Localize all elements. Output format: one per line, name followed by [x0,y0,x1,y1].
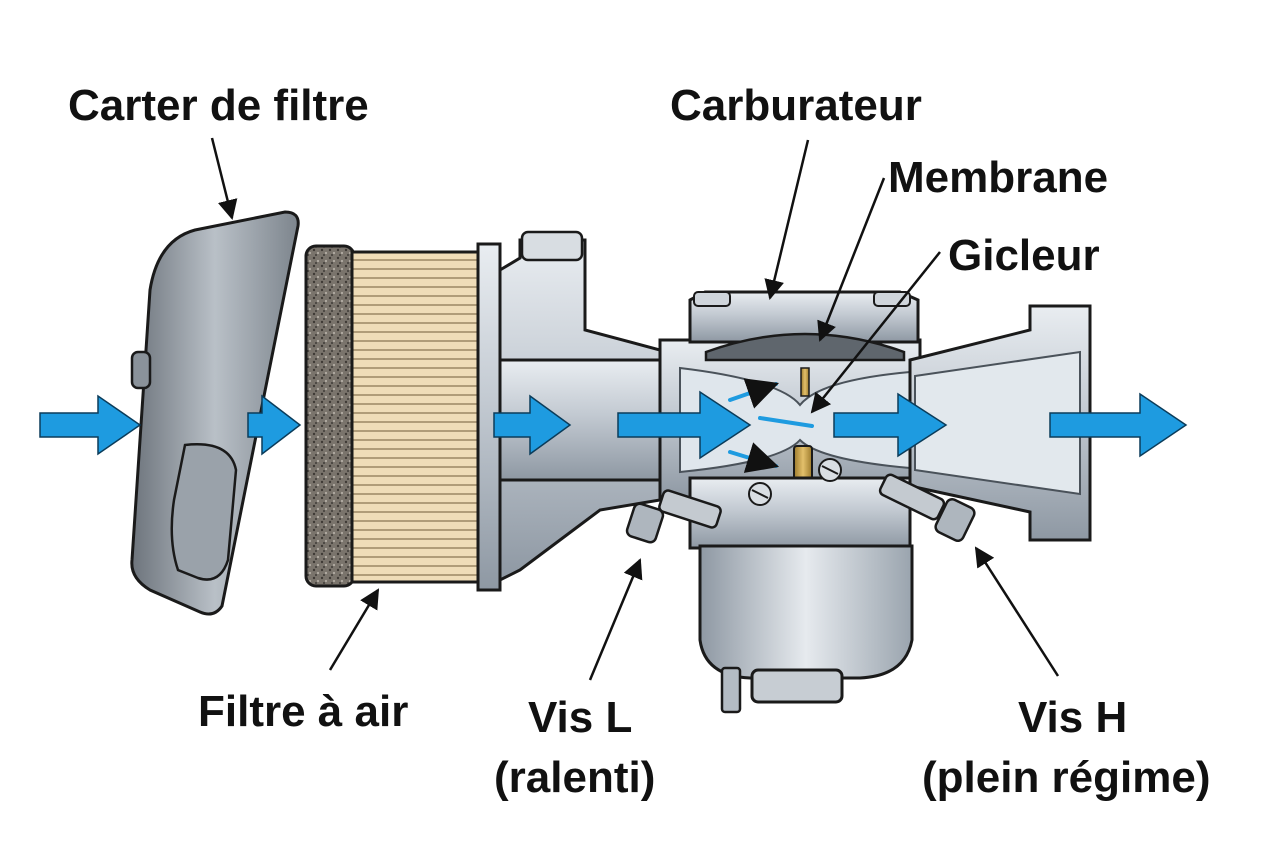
leader-carburetor [764,139,810,300]
label-screw-l-sub: (ralenti) [494,753,655,802]
airflow-arrow-2 [247,394,302,456]
carburetor-body [498,230,1092,714]
label-carburetor: Carburateur [670,81,922,130]
leader-lines [210,137,1060,681]
airflow-arrow-1 [39,394,142,456]
leader-diaphragm [817,177,886,342]
label-diaphragm: Membrane [888,153,1108,202]
label-screw-l-title: Vis L [528,693,632,742]
airflow-arrow-5 [833,392,948,458]
venturi-swirl-arrows [728,378,814,473]
airflow-arrow-4 [617,390,752,460]
leader-filter [328,588,380,671]
airflow-arrow-6 [1049,392,1188,458]
leader-cover [210,137,238,220]
airflow-arrows [39,390,1188,460]
label-jet: Gicleur [948,231,1100,280]
leader-screw-l [588,558,643,681]
leader-jet [810,251,941,414]
label-filter-cover: Carter de filtre [68,81,369,130]
screw-h-part [878,473,976,542]
airflow-arrow-3 [493,394,572,456]
screw-l-part [625,489,722,544]
air-filter-part [304,242,502,592]
leader-screw-h [974,546,1060,677]
filter-cover-part [130,210,300,616]
label-screw-h-title: Vis H [1018,693,1127,742]
label-air-filter: Filtre à air [198,687,408,736]
label-screw-h-sub: (plein régime) [922,753,1211,802]
